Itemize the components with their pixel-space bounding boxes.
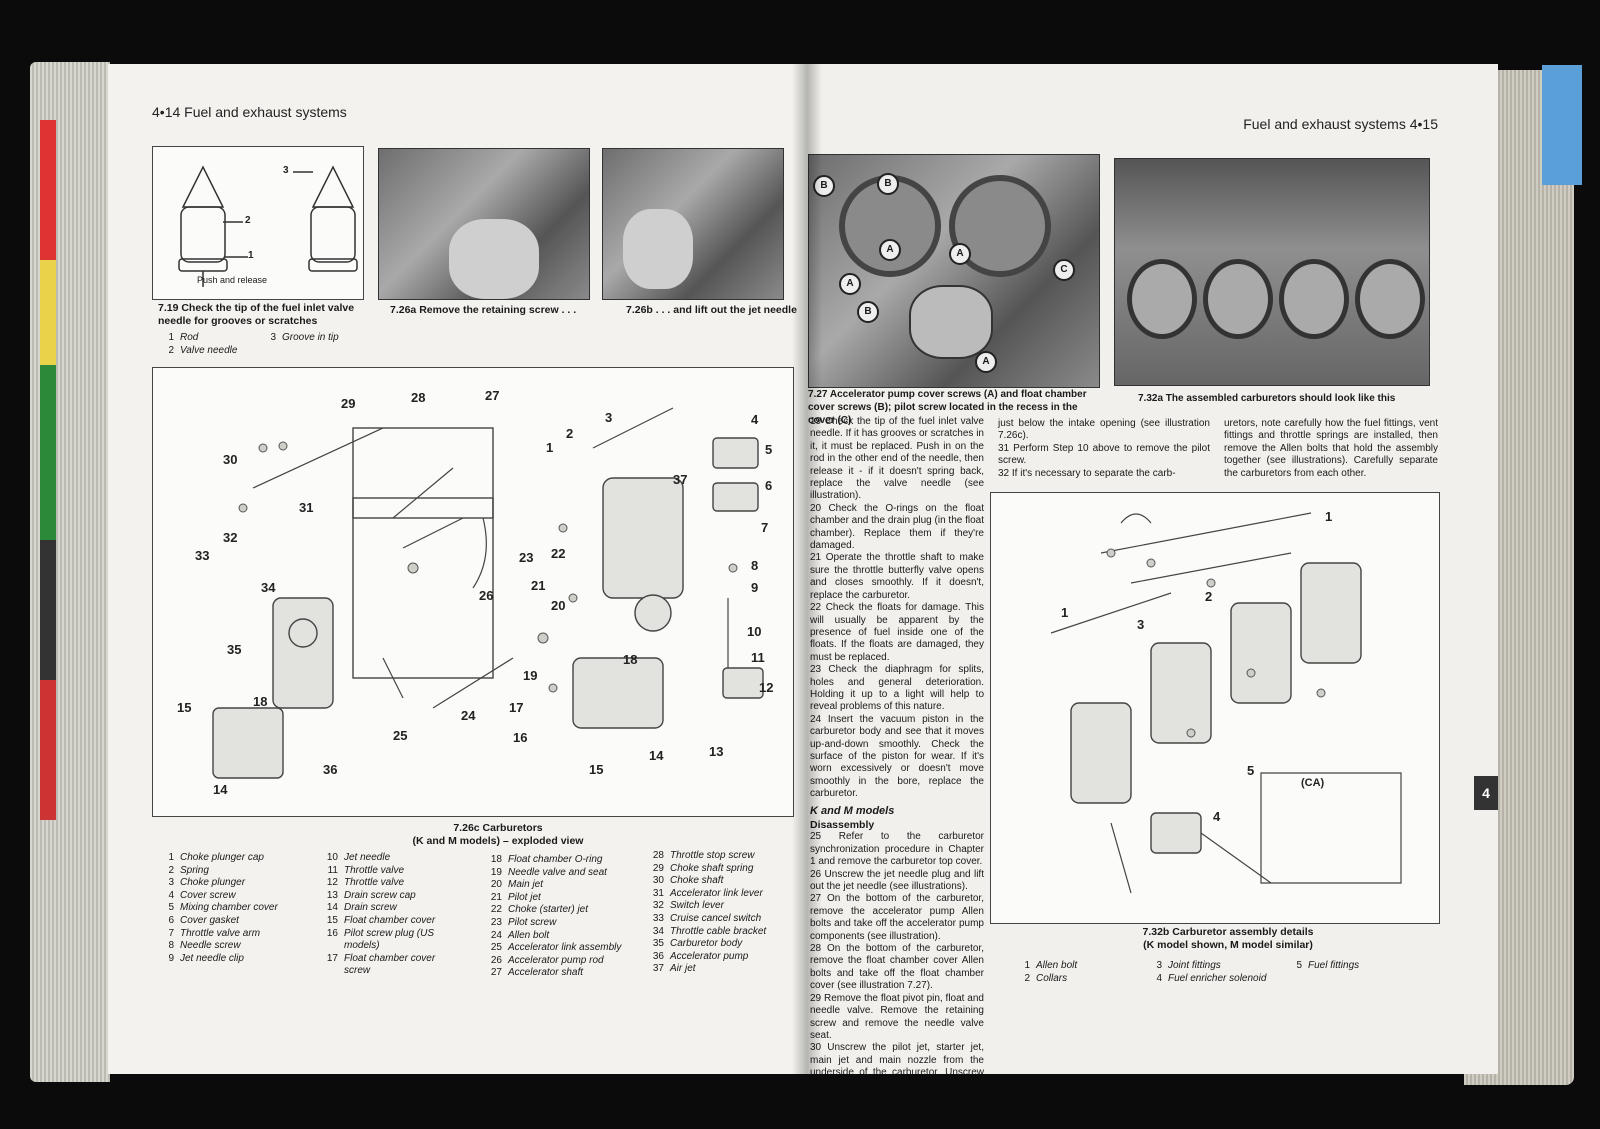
chapter-tab: 4: [1474, 776, 1498, 810]
label-b: B: [857, 301, 879, 323]
caption-7-26c: 7.26c Carburetors (K and M models) – exp…: [412, 822, 584, 847]
callout-12: 12: [759, 680, 774, 695]
text-column-2: just below the intake opening (see illus…: [998, 418, 1210, 479]
text-column-3: uretors, note carefully how the fuel fit…: [1224, 418, 1438, 479]
callout-24: 24: [461, 708, 476, 723]
callout-31: 31: [299, 500, 314, 515]
callout-5: 5: [1247, 763, 1255, 778]
label-a: A: [949, 243, 971, 265]
figure-7-19: 1 2 3 Push and release: [152, 146, 364, 300]
callout-2: 2: [245, 215, 251, 226]
callout-15-b: 15: [177, 700, 192, 715]
right-page-header: Fuel and exhaust systems 4•15: [1243, 116, 1438, 132]
caption-7-27: 7.27 Accelerator pump cover screws (A) a…: [808, 389, 1087, 426]
callout-11: 11: [751, 650, 765, 665]
label-a: A: [975, 351, 997, 373]
callout-ca: (CA): [1301, 777, 1325, 789]
callout-17: 17: [509, 700, 524, 715]
callout-4: 4: [751, 412, 759, 427]
callout-19: 19: [523, 668, 538, 683]
book-spine-shadow: [792, 64, 822, 1074]
caption-7-19: 7.19 Check the tip of the fuel inlet val…: [158, 302, 355, 327]
label-b: B: [877, 173, 899, 195]
callout-25: 25: [393, 728, 408, 743]
callout-3: 3: [605, 410, 613, 425]
callout-26: 26: [479, 588, 494, 603]
caption-7-32b: 7.32b Carburetor assembly details (K mod…: [1142, 926, 1314, 951]
callout-33: 33: [195, 548, 210, 563]
callout-15: 15: [589, 762, 604, 777]
photo-7-26b: [602, 148, 784, 300]
carburetor-exploded-diagram: [212, 407, 764, 779]
callout-4: 4: [1213, 809, 1221, 824]
push-release-label: Push and release: [197, 275, 268, 285]
callout-1: 1: [546, 440, 554, 455]
right-page: Fuel and exhaust systems 4•15 B B B A A …: [808, 64, 1498, 1074]
callout-7: 7: [761, 520, 769, 535]
callout-1: 1: [1325, 509, 1333, 524]
figure-7-26c-exploded-view: 1 2 3 4 5 6 7 8 9 10 11 12 13 14 15 16 1…: [152, 367, 794, 817]
callout-37: 37: [673, 472, 688, 487]
label-c: C: [1053, 259, 1075, 281]
callout-9: 9: [751, 580, 759, 595]
callout-14: 14: [649, 748, 664, 763]
photo-7-27: B B B A A A A C: [808, 154, 1100, 388]
callout-34: 34: [261, 580, 276, 595]
callout-6: 6: [765, 478, 773, 493]
callout-2: 2: [1205, 589, 1213, 604]
caption-7-26b: 7.26b . . . and lift out the jet needle: [626, 304, 797, 316]
label-a: A: [839, 273, 861, 295]
callout-27: 27: [485, 388, 500, 403]
callout-14-b: 14: [213, 782, 228, 797]
callout-28: 28: [411, 390, 426, 405]
callout-21: 21: [531, 578, 546, 593]
callout-5: 5: [765, 442, 773, 457]
callout-20: 20: [551, 598, 566, 613]
photo-7-26a: [378, 148, 590, 300]
valve-needle-diagram: [178, 165, 358, 287]
callout-13: 13: [709, 744, 724, 759]
callout-2: 2: [566, 426, 574, 441]
callout-3: 3: [283, 165, 289, 176]
callout-23: 23: [519, 550, 534, 565]
callout-16: 16: [513, 730, 528, 745]
left-page: 4•14 Fuel and exhaust systems 1 2 3 Push…: [108, 64, 808, 1074]
callout-3: 3: [1137, 617, 1145, 632]
figure-7-32b-assembly: 1 1 2 3 4 5 (CA): [990, 492, 1440, 924]
callout-1: 1: [248, 250, 254, 261]
callout-29: 29: [341, 396, 356, 411]
label-a: A: [879, 239, 901, 261]
callout-18: 18: [623, 652, 638, 667]
photo-7-32a: [1114, 158, 1430, 386]
callout-35: 35: [227, 642, 242, 657]
callout-1-b: 1: [1061, 605, 1069, 620]
callout-10: 10: [747, 624, 762, 639]
caption-7-32a: 7.32a The assembled carburetors should l…: [1138, 393, 1396, 404]
label-b: B: [813, 175, 835, 197]
left-page-header: 4•14 Fuel and exhaust systems: [152, 104, 347, 120]
text-column-1: 19 Check the tip of the fuel inlet valve…: [810, 416, 984, 1074]
book-cover-edge-left: [40, 120, 56, 820]
callout-32: 32: [223, 530, 238, 545]
callout-18-b: 18: [253, 694, 268, 709]
carburetor-assembly-diagram: [1050, 512, 1402, 894]
callout-8: 8: [751, 558, 759, 573]
book-cover-edge-right: [1542, 65, 1582, 185]
callout-30: 30: [223, 452, 238, 467]
caption-7-26a: 7.26a Remove the retaining screw . . .: [390, 304, 577, 316]
callout-36: 36: [323, 762, 338, 777]
callout-22: 22: [551, 546, 566, 561]
